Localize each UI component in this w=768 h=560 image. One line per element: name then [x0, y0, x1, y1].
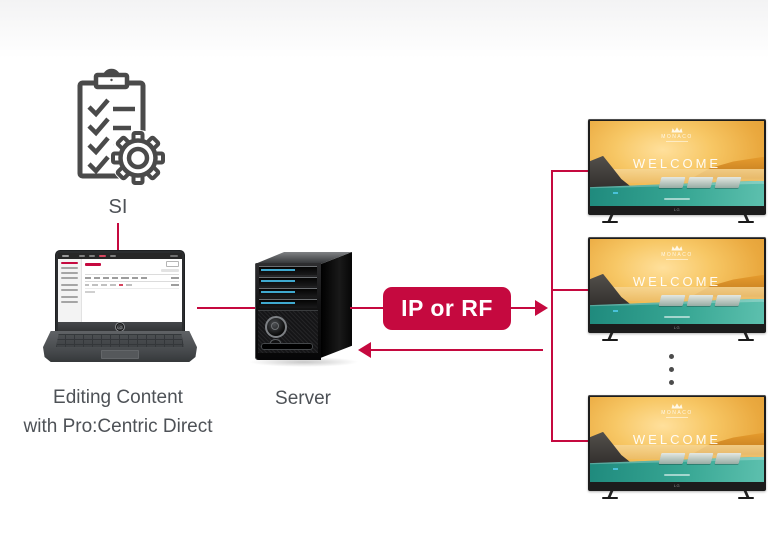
tv-foot-left [602, 333, 618, 341]
welcome-text: WELCOME [632, 273, 722, 289]
editor-caption: Editing Content with Pro:Centric Direct [0, 383, 273, 441]
editor-sidebar [58, 259, 82, 322]
laptop-keyboard [56, 334, 184, 347]
hotel-tv-1: MONACO WELCOME LG [588, 119, 766, 223]
tv-foot-right [738, 215, 754, 223]
procentric-editor-app [58, 253, 182, 322]
laptop-touchpad [101, 350, 139, 359]
ip-or-rf-badge: IP or RF [383, 287, 511, 330]
server-top-panel [255, 252, 352, 264]
drive-bay [259, 266, 317, 275]
hotel-logo-subline [666, 140, 688, 142]
tv-bezel-chin: LG [590, 206, 764, 213]
tv-welcome-screen: MONACO WELCOME [590, 121, 764, 206]
editor-content-table [82, 259, 182, 322]
server-tower [249, 252, 359, 367]
lg-logo-tv: LG [673, 482, 681, 488]
top-fade-band [0, 0, 768, 58]
server-bottom-slot [261, 343, 313, 350]
server-side-panel [321, 252, 352, 358]
screen-footnote [664, 474, 690, 477]
connector-badge-to-displays [511, 307, 535, 309]
hotel-tv-2: MONACO WELCOME LG [588, 237, 766, 341]
tv-foot-left [602, 491, 618, 499]
connector-si-to-editor [117, 223, 119, 251]
lg-logo-laptop: LG [115, 322, 125, 332]
tv-foot-right [738, 333, 754, 341]
tv-foot-left [602, 215, 618, 223]
connector-return-line [371, 349, 543, 351]
pool-cabanas [658, 295, 742, 307]
hotel-logo-subline [666, 258, 688, 260]
pool-cabanas [658, 453, 742, 465]
connector-editor-to-server [197, 307, 257, 309]
branch-to-tv-1 [551, 170, 588, 172]
hotel-logo-name: MONACO [661, 409, 693, 416]
server-shadow [249, 357, 359, 367]
screen-footnote [664, 316, 690, 319]
editor-topbar [58, 253, 182, 259]
server-mesh-grille [258, 310, 318, 353]
more-displays-ellipsis [669, 354, 675, 393]
pool-cabanas [658, 177, 742, 189]
hotel-logo: MONACO [590, 127, 764, 142]
laptop-bezel-chin: LG [58, 322, 182, 332]
arrowhead-to-displays [535, 300, 548, 316]
branch-to-tv-2 [551, 289, 588, 291]
editor-laptop: LG [43, 251, 197, 362]
tv-welcome-screen: MONACO WELCOME [590, 239, 764, 324]
connector-server-to-badge [350, 307, 383, 309]
hotel-logo: MONACO [590, 245, 764, 260]
si-checklist-gear-icon [77, 68, 166, 186]
lg-logo-tv: LG [673, 206, 681, 212]
drive-bay [259, 299, 317, 308]
laptop-screen: LG [56, 251, 184, 332]
pool-light [612, 468, 618, 471]
laptop-base [43, 331, 197, 362]
tv-welcome-screen: MONACO WELCOME [590, 397, 764, 482]
tv-bezel-chin: LG [590, 482, 764, 489]
hotel-logo: MONACO [590, 403, 764, 418]
tv-bezel-chin: LG [590, 324, 764, 331]
branch-to-tv-3 [551, 440, 588, 442]
lg-logo-tv: LG [673, 324, 681, 330]
welcome-text: WELCOME [632, 155, 722, 171]
tv-foot-right [738, 491, 754, 499]
crown-icon [671, 403, 683, 409]
pool-light [612, 310, 618, 313]
hotel-logo-name: MONACO [661, 251, 693, 258]
drive-bay [259, 288, 317, 297]
screen-footnote [664, 198, 690, 201]
hotel-logo-name: MONACO [661, 133, 693, 140]
distribution-trunk-line [551, 170, 553, 442]
drive-bay [259, 277, 317, 286]
server-power-knob [265, 316, 287, 338]
editor-caption-line2: with Pro:Centric Direct [23, 416, 213, 437]
editor-caption-line1: Editing Content [53, 387, 183, 408]
arrowhead-to-server [358, 342, 371, 358]
server-front-panel [255, 263, 321, 360]
crown-icon [671, 127, 683, 133]
server-label: Server [275, 388, 331, 409]
hotel-logo-subline [666, 416, 688, 418]
welcome-text: WELCOME [632, 431, 722, 447]
pool-light [612, 192, 618, 195]
si-label: SI [108, 196, 128, 218]
crown-icon [671, 245, 683, 251]
hotel-tv-3: MONACO WELCOME LG [588, 395, 766, 499]
